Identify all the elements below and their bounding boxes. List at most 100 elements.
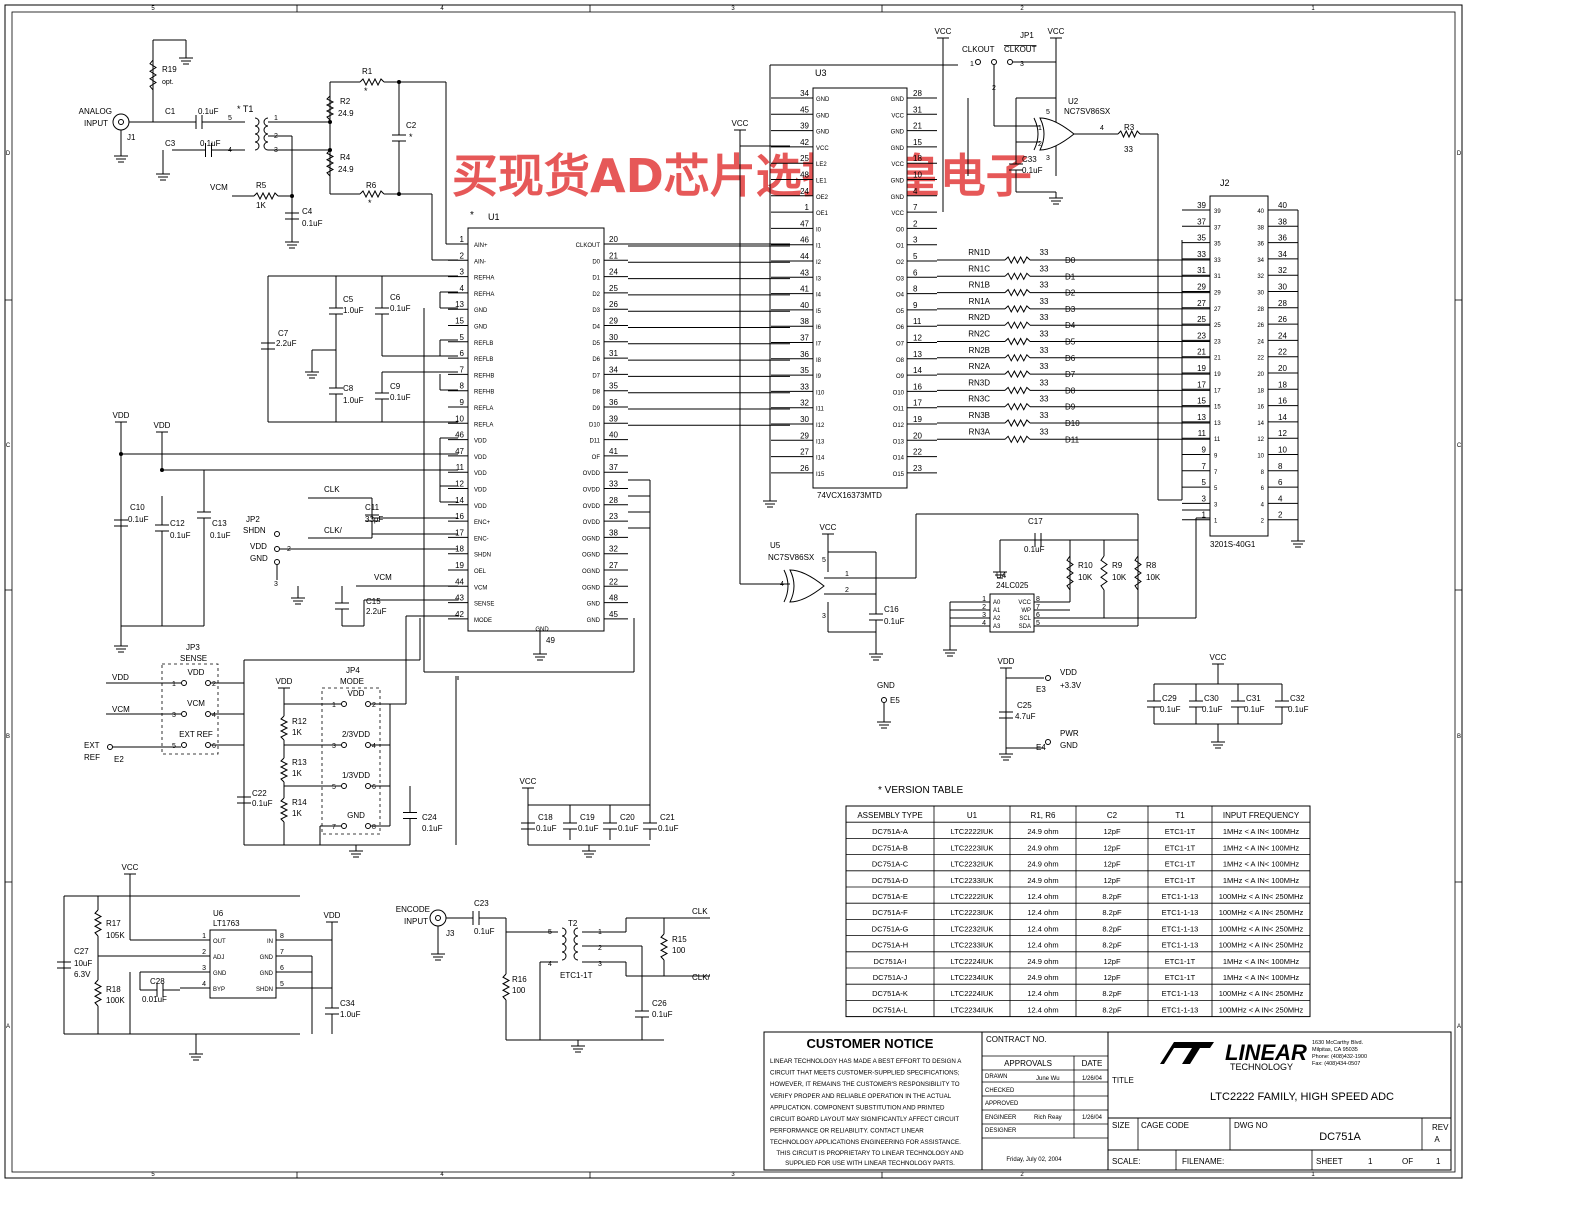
version-table-cell: DC751A-B [872,843,908,852]
u3-pin-name: O12 [893,423,905,429]
ground-symbol [431,948,445,961]
jp1-label: JP1 [1020,31,1034,40]
connector-pin [205,742,211,748]
j2-pin-name: 26 [1257,323,1264,329]
connector-pin [1045,739,1051,745]
u1-pin-number: 18 [455,545,464,554]
clkn-label: CLK/ [324,526,343,535]
rn-value: 33 [1040,264,1049,273]
wires [63,38,1299,1048]
pin-number: 3 [1046,155,1050,162]
u3-pin-number: 31 [913,105,922,114]
c34-value: 1.0uF [340,1010,361,1019]
j2-pin-name: 27 [1214,307,1221,313]
j3-label: J3 [446,929,455,938]
j2-pin-number: 29 [1197,283,1206,292]
j2-pin-number: 15 [1197,397,1206,406]
pullup-resistor-value: 10K [1112,573,1127,582]
j2-pin-name: 20 [1257,372,1264,378]
version-table-cell: 12.4 ohm [1027,892,1058,901]
r13-resistor [279,757,289,783]
power-rail-label: VDD [324,911,341,920]
r6-resistor [359,189,385,199]
u3-pin-name: I9 [816,374,822,380]
pin-number: 1 [970,61,974,68]
c24-value: 0.1uF [422,824,443,833]
logo-subtext: TECHNOLOGY [1230,1062,1293,1072]
j2-pin-number: 24 [1278,331,1287,340]
rn-resistor [1004,321,1031,330]
u1-pin-name: REFLA [474,406,493,412]
j2-pin-name: 35 [1214,242,1221,248]
u4-pin-number: 2 [982,604,986,611]
u6-pin-number: 3 [202,965,206,972]
j2-pin-name: 32 [1257,274,1264,280]
pin-number: 2 [212,681,216,688]
version-table-cell: LTC2232IUK [951,924,994,933]
version-table-cell: LTC2222IUK [951,892,994,901]
version-table-cell: ETC1-1-13 [1162,1005,1199,1014]
c28-value: 0.01uF [142,995,167,1004]
j2-pin-name: 39 [1214,209,1221,215]
version-table-cell: DC751A-A [872,827,908,836]
jp4-option-label: 2/3VDD [342,730,370,739]
r14-resistor [279,797,289,823]
analog-input-label: ANALOG [79,107,112,116]
connector-pin [435,915,441,921]
u1-pin-number: 35 [609,382,618,391]
c1-value: 0.1uF [198,107,219,116]
version-table-cell: LTC2233IUK [951,876,994,885]
j2-pin-number: 17 [1197,380,1206,389]
pin-number: 3 [274,147,278,154]
u3-pin-number: 24 [800,187,809,196]
decoupling-cap-value: 0.1uF [1160,705,1181,714]
version-table-cell: LTC2223IUK [951,843,994,852]
ext-ref-label: REF [84,753,100,762]
jp3-option-label: VCM [187,699,205,708]
r5-value: 1K [256,201,266,210]
version-table-cell: 8.2pF [1102,989,1122,998]
pin-number: 1 [598,929,602,936]
analog-input-label: INPUT [84,119,108,128]
version-table-header: T1 [1175,811,1185,820]
version-table-cell: 12pF [1103,973,1121,982]
u1-pin-number: 42 [455,610,464,619]
u1-pin-number: 31 [609,349,618,358]
u6-pin-number: 7 [280,949,284,956]
decoupling-cap-value: 0.1uF [1288,705,1309,714]
u3-pin-number: 7 [913,203,918,212]
j2-pin-name: 28 [1257,307,1264,313]
junction-dot [290,194,294,198]
rn-value: 33 [1040,346,1049,355]
u5-ref: U5 [770,541,781,550]
u1-pin-name: SHDN [474,553,491,559]
u1-pin-number: 37 [609,463,618,472]
t2-winding [561,951,567,961]
u6-pin-name: ADJ [213,955,224,961]
ground-symbol [189,1048,203,1061]
drawn-label: DRAWN [985,1074,1007,1080]
u3-pin-name: O7 [896,342,905,348]
e5-label: E5 [890,696,900,705]
version-table-cell: DC751A-C [872,860,909,869]
jp3-label: JP3 [186,643,200,652]
u3-pin-number: 3 [913,236,918,245]
u1-pin-name: VDD [474,471,487,477]
u1-pin-name: D3 [592,308,600,314]
version-table-header: U1 [967,811,978,820]
encode-label: ENCODE [396,905,430,914]
u1-pin-number: 48 [609,594,618,603]
u3-pin-number: 2 [913,219,918,228]
j2-pin-number: 38 [1278,217,1287,226]
u3-pin-name: LE2 [816,162,827,168]
u4-part: 24LC025 [996,581,1029,590]
j2-pin-name: 12 [1257,437,1264,443]
u3-pin-name: GND [891,146,905,152]
decoupling-cap-value: 0.1uF [618,824,639,833]
c26-value: 0.1uF [652,1010,673,1019]
rn-resistor [1004,255,1031,265]
u3-pin-name: GND [816,130,830,136]
u3-pin-number: 9 [913,301,918,310]
version-table-cell: LTC2224IUK [951,957,994,966]
